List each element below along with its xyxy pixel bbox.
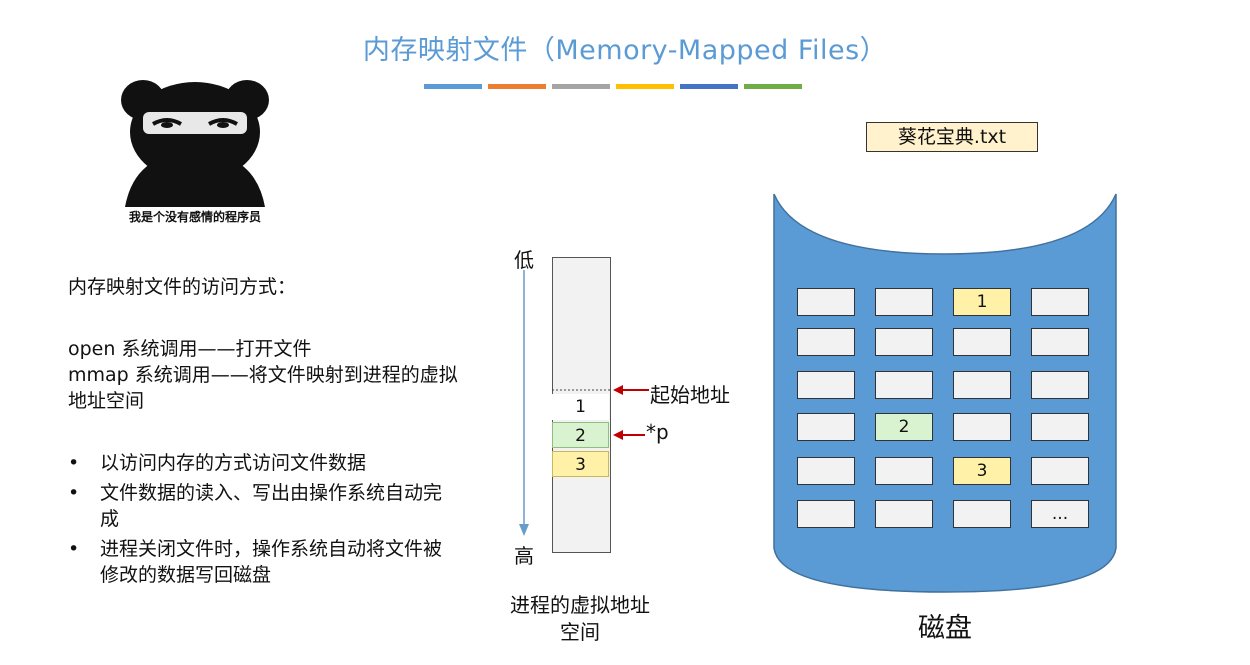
- file-name-box: 葵花宝典.txt: [866, 122, 1038, 152]
- start-address-dotted-line: [552, 389, 611, 391]
- disk-block: [797, 371, 855, 399]
- disk-block: [1031, 328, 1089, 356]
- title-color-bar: [744, 84, 802, 89]
- disk-block: [1031, 413, 1089, 441]
- access-method-heading: 内存映射文件的访问方式：: [68, 276, 297, 298]
- disk-block: [875, 288, 933, 316]
- low-address-label: 低: [514, 248, 534, 272]
- bullet-dot-icon: •: [68, 452, 80, 474]
- open-syscall-line: open 系统调用——打开文件: [68, 338, 312, 360]
- disk-block: [797, 500, 855, 528]
- disk-block-1: 1: [953, 288, 1011, 316]
- virtual-cell-3: 3: [552, 451, 609, 477]
- virtual-cell-2: 2: [552, 422, 609, 448]
- start-address-label: 起始地址: [650, 383, 730, 407]
- disk-label: 磁盘: [918, 613, 972, 644]
- title-color-bar: [488, 84, 546, 89]
- virtual-cell-1: 1: [552, 394, 609, 420]
- disk-block: [1031, 371, 1089, 399]
- title-color-bar: [552, 84, 610, 89]
- bullet-text: 文件数据的读入、写出由操作系统自动完成: [100, 482, 443, 530]
- disk-block: [875, 371, 933, 399]
- disk-block-3: 3: [953, 457, 1011, 485]
- disk-block: [953, 371, 1011, 399]
- bullet-text: 以访问内存的方式访问文件数据: [100, 452, 367, 474]
- title-color-bar: [424, 84, 482, 89]
- disk-block: [875, 500, 933, 528]
- disk-block: [953, 328, 1011, 356]
- bullet-dot-icon: •: [68, 482, 80, 504]
- disk-block: [797, 413, 855, 441]
- disk-block-more: ...: [1031, 500, 1089, 528]
- disk-block: [797, 288, 855, 316]
- address-direction-arrow-icon: [519, 270, 529, 536]
- page-title: 内存映射文件（Memory-Mapped Files）: [362, 35, 888, 66]
- mmap-syscall-line: mmap 系统调用——将文件映射到进程的虚拟地址空间: [68, 364, 458, 412]
- disk-block: [953, 413, 1011, 441]
- disk-block: [1031, 288, 1089, 316]
- high-address-label: 高: [514, 544, 534, 568]
- title-color-bar: [680, 84, 738, 89]
- disk-cylinder: [773, 193, 1117, 593]
- disk-block: [797, 457, 855, 485]
- disk-block: [1031, 457, 1089, 485]
- meme-caption: 我是个没有感情的程序员: [128, 210, 261, 224]
- start-address-arrow-icon: [613, 385, 649, 395]
- disk-block: [875, 328, 933, 356]
- virtual-space-caption: 进程的虚拟地址空间: [510, 593, 650, 644]
- disk-block: [797, 328, 855, 356]
- title-color-bar: [616, 84, 674, 89]
- disk-block: [953, 500, 1011, 528]
- pointer-label: *p: [646, 420, 669, 444]
- bullet-text: 进程关闭文件时，操作系统自动将文件被修改的数据写回磁盘: [100, 538, 443, 586]
- pointer-arrow-icon: [613, 430, 645, 440]
- disk-block: [875, 457, 933, 485]
- disk-block-2: 2: [875, 413, 933, 441]
- meme-image: [121, 80, 269, 207]
- bullet-dot-icon: •: [68, 538, 80, 560]
